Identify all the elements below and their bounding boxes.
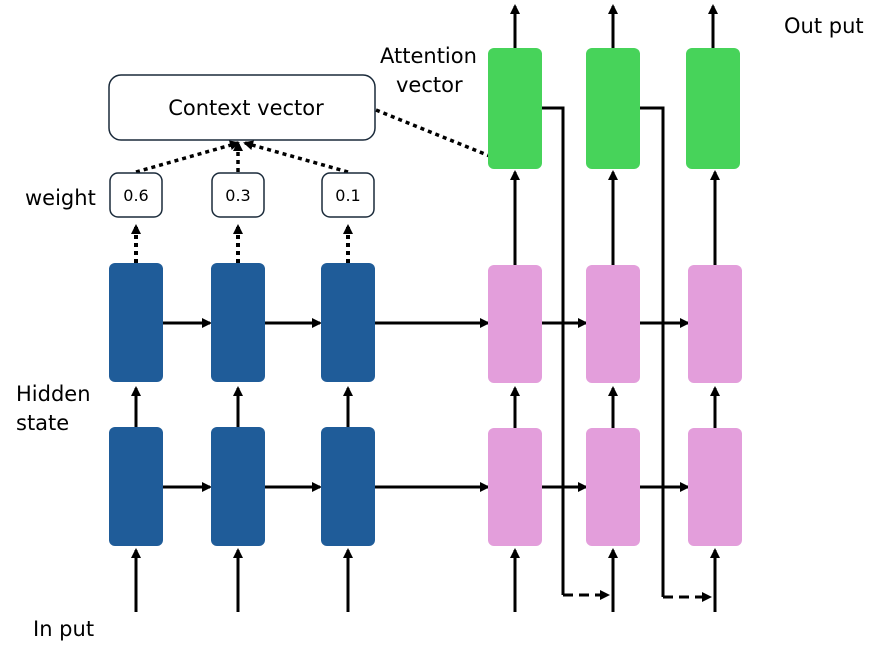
- encoder-cells: [109, 263, 375, 546]
- weight-value-3: 0.1: [335, 186, 360, 205]
- output-label: Out put: [784, 14, 864, 38]
- weight-box-2: [211, 172, 265, 218]
- weight-label: weight: [25, 186, 96, 210]
- attention-label-line2: vector: [396, 73, 463, 97]
- weight-value-2: 0.3: [225, 186, 250, 205]
- decoder-lower-cell-2: [586, 428, 640, 546]
- weight-boxes: 0.6 0.3 0.1: [109, 172, 375, 218]
- hidden-state-label-line2: state: [16, 411, 69, 435]
- attention-cell-2: [586, 48, 640, 169]
- decoder-upper-cell-1: [488, 265, 542, 383]
- feedback-line-2: [640, 106, 665, 597]
- weight-box-1: [109, 172, 163, 218]
- decoder-upper-cell-3: [688, 265, 742, 383]
- decoder-cells: [488, 265, 742, 546]
- input-label: In put: [33, 617, 94, 641]
- decoder-lower-cell-3: [688, 428, 742, 546]
- attention-cell-3: [686, 48, 740, 169]
- attention-cells: [488, 48, 740, 169]
- connectors: [131, 4, 720, 612]
- hidden-state-label-line1: Hidden: [16, 382, 91, 406]
- decoder-upper-cell-2: [586, 265, 640, 383]
- feedback-line-1: [542, 106, 565, 595]
- encoder-upper-cell-2: [211, 263, 265, 382]
- weight-to-context-dots-3: [243, 140, 349, 174]
- weight-value-1: 0.6: [123, 186, 148, 205]
- weight-box-3: [321, 172, 375, 218]
- attention-cell-1: [488, 48, 542, 169]
- weight-to-context-dots-1: [135, 140, 240, 174]
- context-vector-label: Context vector: [168, 96, 324, 120]
- encoder-lower-cell-1: [109, 427, 163, 546]
- decoder-lower-cell-1: [488, 428, 542, 546]
- encoder-lower-cell-3: [321, 427, 375, 546]
- encoder-upper-cell-3: [321, 263, 375, 382]
- context-vector-box: [108, 74, 376, 141]
- encoder-lower-cell-2: [211, 427, 265, 546]
- dotted-connectors: [131, 108, 712, 602]
- encoder-upper-cell-1: [109, 263, 163, 382]
- attention-label-line1: Attention: [380, 44, 477, 68]
